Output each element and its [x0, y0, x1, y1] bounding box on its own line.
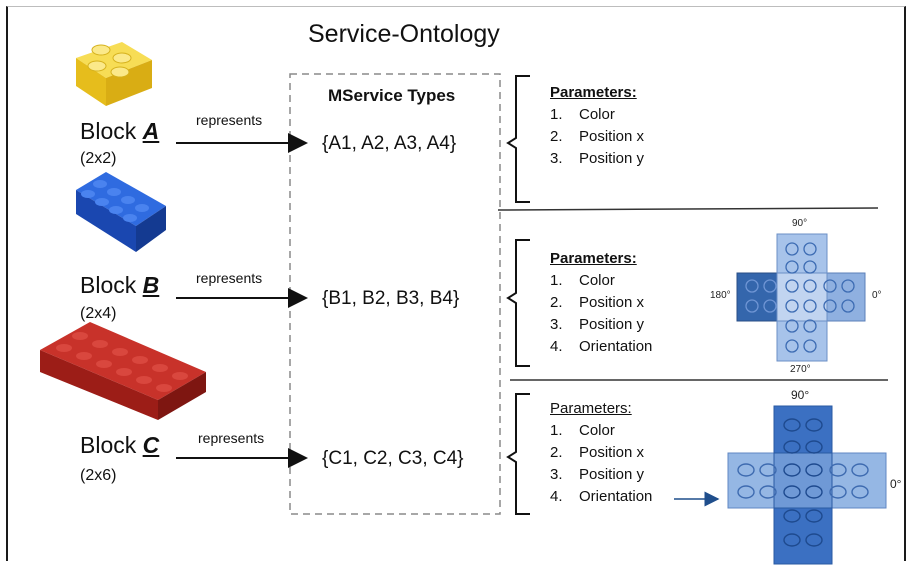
parameters-b-header: Parameters: — [550, 250, 637, 267]
list-item: 3.Position y — [550, 466, 645, 483]
orientation-b-bottom-label: 270° — [790, 364, 811, 375]
block-c-label: Block C — [80, 432, 160, 458]
parameters-a-list: 1.Color 2.Position x 3.Position y — [550, 104, 644, 170]
parameters-a-header: Parameters: — [550, 84, 637, 101]
block-c-size: (2x6) — [80, 467, 117, 484]
bracket-b — [506, 239, 530, 367]
list-item: 3.Position y — [550, 150, 645, 167]
bracket-a — [506, 75, 530, 203]
list-item: 3.Position y — [550, 316, 645, 333]
figure-frame — [6, 6, 906, 561]
mservice-types-header: MService Types — [328, 86, 456, 105]
orientation-b-left-label: 180° — [710, 290, 731, 301]
list-item: 2.Position x — [550, 294, 645, 311]
block-a-represents: represents — [196, 112, 263, 128]
block-c-represents: represents — [198, 430, 265, 446]
lego-block-a-icon — [76, 42, 152, 106]
lego-block-b-icon — [76, 172, 166, 252]
orientation-c-top-label: 90° — [791, 388, 810, 402]
block-b-label: Block B — [80, 272, 160, 298]
orientation-b-top-label: 90° — [792, 218, 808, 229]
orientation-cross-b — [736, 233, 866, 362]
list-item: 4.Orientation — [550, 338, 653, 355]
bracket-c — [506, 393, 530, 515]
separator-1 — [497, 207, 879, 211]
service-types-a: {A1, A2, A3, A4} — [322, 133, 457, 154]
parameters-b-list: 1.Color 2.Position x 3.Position y 4.Orie… — [550, 270, 652, 358]
block-a-label: Block A — [80, 118, 160, 144]
parameters-c-list: 1.Color 2.Position x 3.Position y 4.Orie… — [550, 420, 652, 508]
list-item: 2.Position x — [550, 128, 645, 145]
list-item: 4.Orientation — [550, 488, 653, 505]
list-item: 1.Color — [550, 272, 615, 289]
list-item: 1.Color — [550, 106, 615, 123]
parameters-c-header: Parameters: — [550, 400, 632, 417]
orientation-b-right-label: 0° — [872, 290, 882, 301]
block-b-represents: represents — [196, 270, 263, 286]
block-a-size: (2x2) — [80, 150, 117, 167]
service-types-c: {C1, C2, C3, C4} — [322, 448, 464, 469]
service-types-b: {B1, B2, B3, B4} — [322, 288, 460, 309]
orientation-cross-c — [727, 405, 887, 565]
list-item: 1.Color — [550, 422, 615, 439]
orientation-c-right-label: 0° — [890, 477, 902, 491]
block-b-size: (2x4) — [80, 305, 117, 322]
page-title: Service-Ontology — [308, 20, 500, 48]
orientation-cross-b-studs — [745, 242, 855, 353]
orientation-cross-c-studs — [737, 418, 869, 547]
list-item: 2.Position x — [550, 444, 645, 461]
lego-block-c-icon — [40, 322, 206, 420]
